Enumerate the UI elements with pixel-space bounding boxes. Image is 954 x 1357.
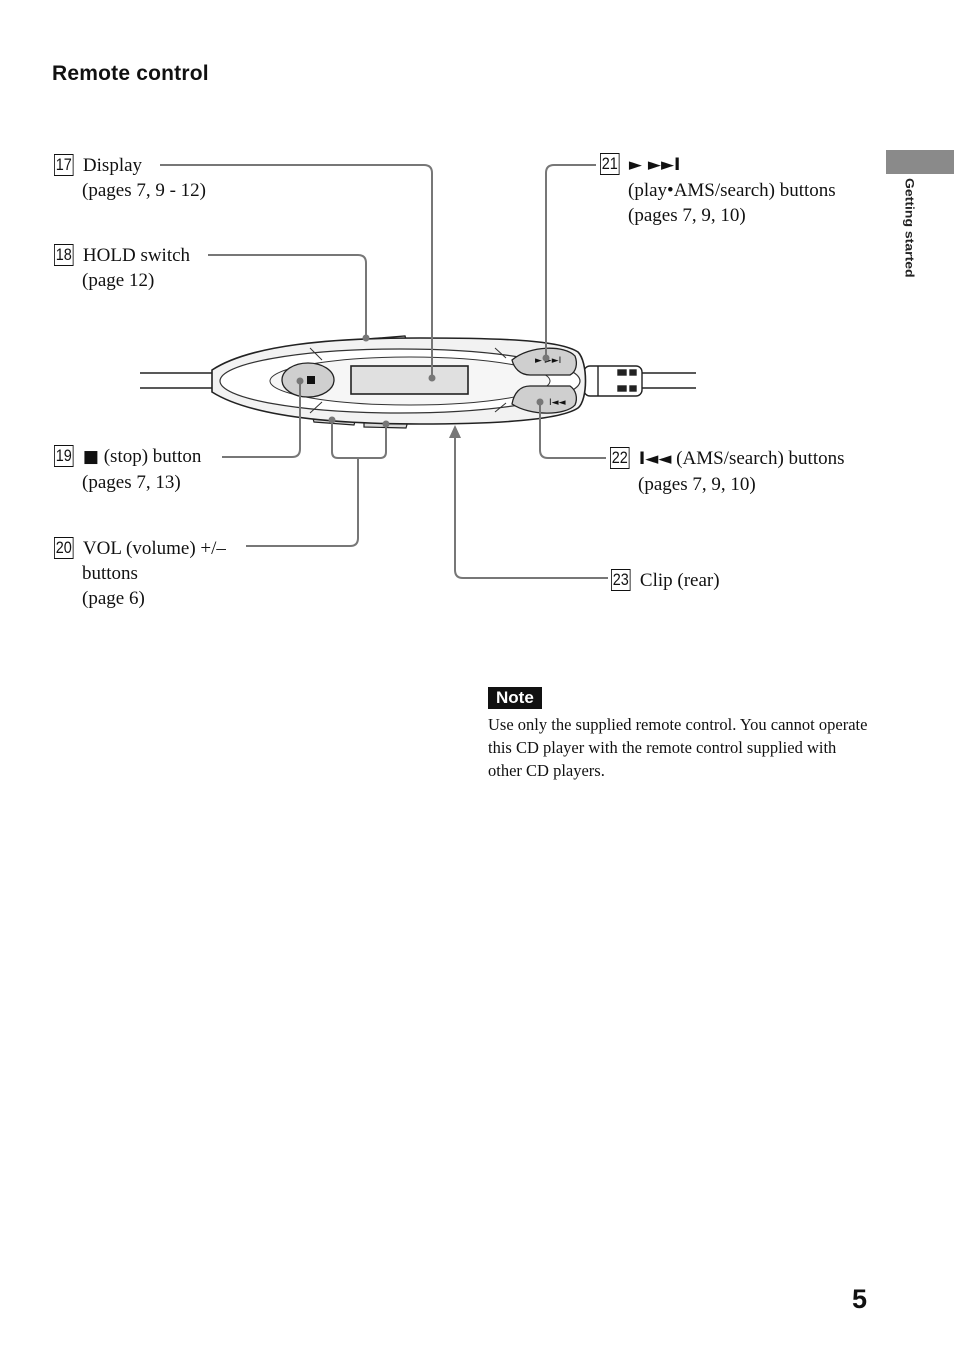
- note-text: Use only the supplied remote control. Yo…: [488, 715, 868, 780]
- callout-label: VOL (volume) +/–: [82, 538, 226, 559]
- cable-connector: [583, 365, 643, 397]
- stop-icon: ■: [82, 447, 99, 467]
- callout-ams-search-buttons: 22 I◄◄ (AMS/search) buttons (pages 7, 9, …: [610, 446, 845, 497]
- previous-icon: I◄◄: [638, 449, 672, 469]
- leader-lines: [160, 164, 608, 579]
- display-window: [350, 365, 469, 395]
- section-tab-marker: [886, 150, 954, 174]
- callout-pages: (page 6): [82, 588, 145, 609]
- callout-label: Clip (rear): [639, 570, 720, 591]
- remote-cables: [140, 372, 696, 389]
- clip-arrow-head: [449, 425, 461, 438]
- callout-label: HOLD switch: [82, 245, 191, 266]
- remote-control-diagram: ► ►►I I◄◄: [140, 164, 696, 579]
- page-number: 5: [852, 1284, 868, 1314]
- callout-label: (AMS/search) buttons: [676, 448, 845, 469]
- callout-hold-switch: 18 HOLD switch (page 12): [54, 243, 190, 293]
- callout-pages: (page 12): [82, 270, 155, 291]
- callout-pages: (pages 7, 9 - 12): [82, 180, 206, 201]
- callout-pages: (pages 7, 13): [82, 472, 181, 493]
- callout-number: 20: [54, 537, 74, 559]
- callout-sub: buttons: [82, 563, 138, 584]
- section-tab-label: Getting started: [902, 178, 917, 278]
- svg-text:► ►►I: ► ►►I: [535, 356, 561, 366]
- callout-label: Display: [82, 155, 143, 176]
- callout-label: (stop) button: [103, 446, 202, 467]
- note-badge: Note: [488, 687, 542, 709]
- prev-button-shape: [511, 385, 577, 414]
- page-heading: Remote control: [52, 62, 209, 85]
- callout-number: 19: [54, 445, 74, 467]
- play-next-icon: ► ►►I: [628, 155, 681, 175]
- callout-pages: (pages 7, 9, 10): [638, 474, 756, 495]
- callout-number: 23: [611, 569, 631, 591]
- svg-text:I◄◄: I◄◄: [549, 398, 566, 408]
- callout-clip: 23 Clip (rear): [611, 568, 720, 593]
- callout-stop-button: 19 ■ (stop) button (pages 7, 13): [54, 444, 201, 495]
- callout-play-buttons: 21 ► ►►I (play•AMS/search) buttons (pages…: [600, 152, 836, 228]
- leader-dots: [296, 334, 550, 428]
- callout-number: 22: [610, 447, 630, 469]
- callout-number: 18: [54, 244, 74, 266]
- callout-pages: (pages 7, 9, 10): [628, 205, 746, 226]
- callout-number: 21: [600, 153, 620, 175]
- callout-display: 17 Display (pages 7, 9 - 12): [54, 153, 206, 203]
- callout-label: (play•AMS/search) buttons: [628, 180, 836, 201]
- callout-vol-buttons: 20 VOL (volume) +/– buttons (page 6): [54, 536, 226, 611]
- callout-number: 17: [54, 154, 74, 176]
